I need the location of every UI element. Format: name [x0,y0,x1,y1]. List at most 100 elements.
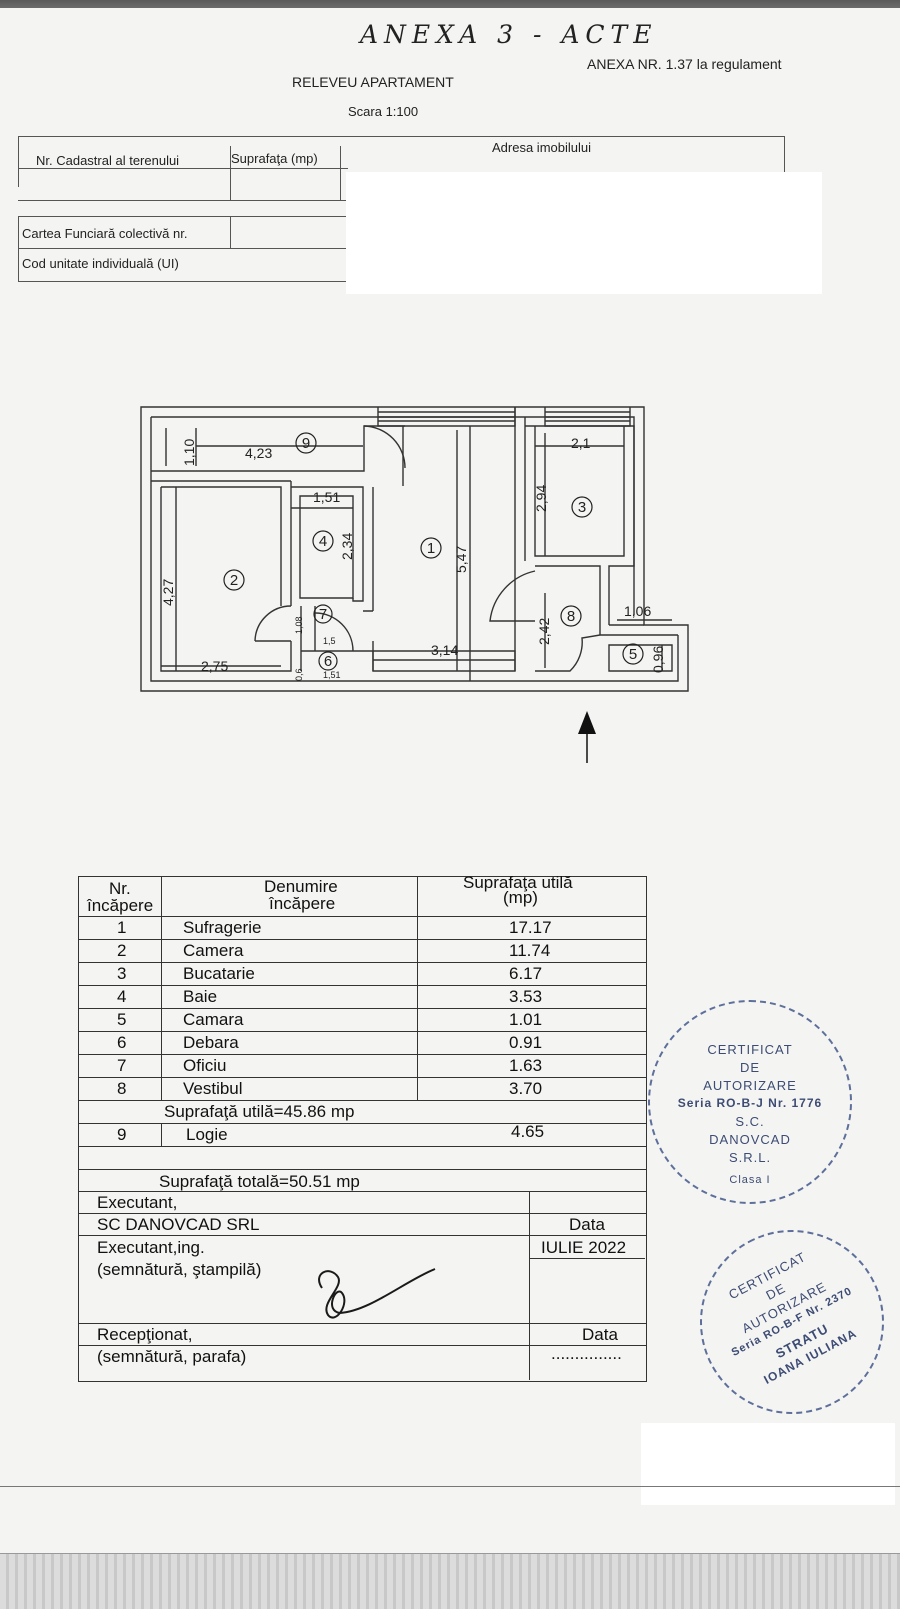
dim-living-width: 3,14 [431,642,458,658]
room-number-circle-5 [622,643,644,665]
room-area-cell: 1.01 [509,1010,543,1029]
dim-kitchen-width: 2,1 [571,435,591,451]
room-area-cell: 1.63 [509,1056,543,1075]
cadastral-label: Nr. Cadastral al terenului [36,153,180,168]
room-number-cell: 8 [117,1079,127,1098]
room-number-3: 3 [578,499,586,516]
room-area-cell: 3.53 [509,987,543,1006]
room-number-cell: 4 [117,987,127,1006]
company-name: SC DANOVCAD SRL [97,1215,260,1234]
col-no-line1: Nr. [109,879,131,898]
room-area-cell: 17.17 [509,918,552,937]
room-name-cell: Sufragerie [183,918,262,937]
handwritten-annex-note: ANEXA 3 - ACTE [360,20,658,49]
page-title: RELEVEU APARTAMENT [292,74,454,90]
received-date-value: ............... [551,1344,622,1363]
room-number-2: 2 [230,572,238,589]
authorization-stamp-2: CERTIFICAT DE AUTORIZARE Seria RO-B-F Nr… [667,1197,900,1447]
dim-room-depth: 4,27 [160,579,176,606]
stamp1-line4: Seria RO-B-J Nr. 1776 [677,1096,823,1110]
table-row: 6 Debara 0.91 [79,1032,646,1055]
blank-row [79,1147,646,1170]
table-row: 7 Oficiu 1.63 [79,1055,646,1078]
room-number-circle-8 [560,605,582,627]
room-number-cell: 5 [117,1010,127,1029]
useful-total: Suprafaţă utilă=45.86 mp [164,1102,355,1121]
room-name-cell: Baie [183,987,218,1006]
signature-drawing [318,1268,436,1319]
dim-closet-width: 1,51 [323,670,341,680]
room-number-6: 6 [324,653,332,670]
table-row: 2 Camera 11.74 [79,940,646,963]
address-label: Adresa imobilului [492,140,591,155]
dim-office-depth: 1,08 [294,616,304,634]
col-name-line2: încăpere [269,894,336,913]
dim-logia-depth: 1,10 [181,439,197,466]
logia-name: Logie [186,1125,228,1144]
room-number-circle-2 [223,569,245,591]
stamp1-line6: DANOVCAD [709,1132,791,1147]
bottom-rule [0,1486,900,1487]
table-row: 4 Baie 3.53 [79,986,646,1009]
room-name-cell: Debara [183,1033,239,1052]
entrance-arrow-icon [578,711,596,734]
dim-pantry-depth: 0,96 [650,646,666,673]
room-number-circle-1 [420,537,442,559]
room-number-4: 4 [319,533,327,550]
logia-row: 9 Logie 4.65 [79,1122,646,1147]
land-book-label: Cartea Funciară colectivă nr. [22,226,188,241]
dim-vestibule-depth: 2,42 [536,618,552,645]
room-area-cell: 0.91 [509,1033,543,1052]
bottom-page-edge [0,1553,900,1609]
annex-label: ANEXA NR. 1.37 la regulament [587,56,782,72]
date-label: Data [569,1215,605,1234]
company-row: SC DANOVCAD SRL Data [79,1214,646,1236]
outer-wall [140,406,689,692]
dim-closet-depth: 0,6 [294,668,304,681]
logia-area: 4.65 [511,1122,545,1141]
room-number-9: 9 [302,435,310,452]
redacted-name-block [641,1423,895,1505]
engineer-label: Executant,ing. [97,1238,205,1257]
property-table-frame-top [18,136,785,187]
dim-room-width: 2,75 [201,658,228,674]
stamp1-line3: AUTORIZARE [703,1078,797,1093]
unit-code-label: Cod unitate individuală (UI) [22,256,179,271]
room-number-circle-3 [571,496,593,518]
floor-plan: 1 2 3 4 5 6 7 8 9 4,23 1,10 1,51 2,34 5,… [140,406,689,763]
received-signature-label: (semnătură, parafa) [97,1347,247,1366]
room-number-circle-4 [312,530,334,552]
room-area-cell: 11.74 [509,941,551,960]
room-number-cell: 2 [117,941,127,960]
stamp1-line8: Clasa I [729,1174,771,1186]
room-number-circle-7 [313,604,333,624]
col-name-line1: Denumire [264,877,338,896]
grand-total: Suprafaţă totală=50.51 mp [159,1172,360,1191]
authorization-stamp-1: CERTIFICAT DE AUTORIZARE Seria RO-B-J Nr… [648,1000,852,1204]
room-name-cell: Vestibul [183,1079,243,1098]
dim-bath-depth: 2,34 [339,533,355,560]
room-number-circle-6 [318,651,338,671]
useful-total-row: Suprafaţă utilă=45.86 mp [79,1101,646,1124]
rooms-table-header: Nr. încăpere Denumire încăpere Suprafaţa… [79,873,646,917]
rooms-table: Nr. încăpere Denumire încăpere Suprafaţa… [78,873,647,1382]
room-number-1: 1 [427,540,435,557]
room-number-8: 8 [567,608,575,625]
room-number-cell: 6 [117,1033,127,1052]
logia-no: 9 [117,1125,127,1144]
dim-living-depth: 5,47 [453,546,469,573]
dim-kitchen-depth: 2,94 [533,485,549,512]
room-number-circle-9 [295,432,317,454]
col-area-line2: (mp) [503,888,538,907]
dim-pantry-width: 1,06 [624,603,651,619]
col-no-line2: încăpere [87,896,154,915]
room-name-cell: Oficiu [183,1056,227,1075]
stamp1-line2: DE [739,1060,761,1075]
room-number-cell: 7 [117,1056,127,1075]
received-date-label: Data [582,1325,618,1344]
grand-total-row: Suprafaţă totală=50.51 mp [79,1170,646,1192]
room-name-cell: Camera [183,941,244,960]
